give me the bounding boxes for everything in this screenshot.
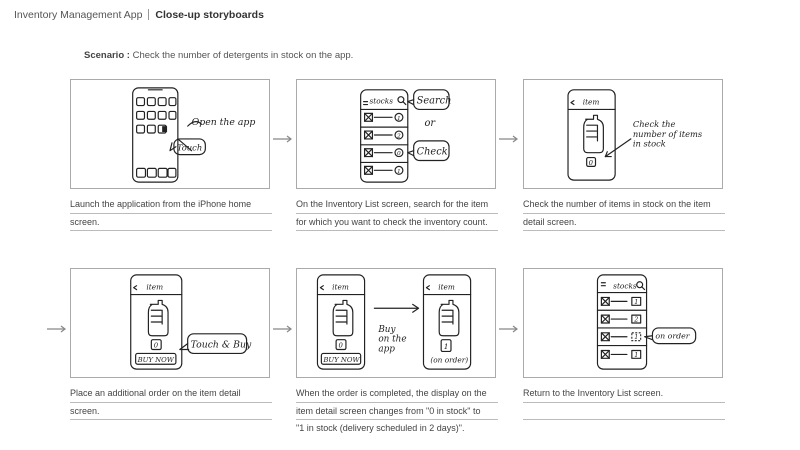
scenario-text: Check the number of detergents in stock … (132, 50, 354, 61)
frame-4-caption: Place an additional order on the item de… (70, 385, 272, 420)
sketch-annotation: 1 (397, 116, 401, 122)
sketch-annotation: Buy (377, 325, 396, 335)
sketch-annotation: 2 (633, 316, 638, 324)
frame-5-caption: When the order is completed, the display… (296, 385, 498, 437)
sketch-annotation: 0 (339, 342, 344, 350)
sketch-annotation: stocks (369, 97, 393, 106)
app-name: Inventory Management App (14, 9, 143, 21)
storyboard-frame-2: stocks 1 2 0 1 Search or Check (296, 79, 496, 189)
sketch-annotation: item (146, 283, 163, 292)
sketch-annotation: item (332, 283, 349, 292)
sketch-annotation: 1 (634, 351, 638, 359)
sketch-annotation: number of items (633, 129, 702, 139)
sketch-annotation: or (424, 118, 436, 129)
sketch-inventory-list: stocks 1 2 0 1 Search or Check (360, 89, 452, 183)
frame-1-caption: Launch the application from the iPhone h… (70, 196, 272, 231)
sketch-annotation: 0 (397, 151, 401, 157)
sketch-buy-now: item 0 BUY NOW Touch & Buy (130, 274, 252, 370)
sketch-annotation: Check (417, 147, 448, 158)
sketch-annotation: Touch & Buy (191, 340, 252, 351)
sketch-order-completed: item 0 BUY NOW Buy on the app item 1 (on… (316, 274, 472, 370)
arrow-right-icon (499, 130, 519, 143)
frame-6-caption: Return to the Inventory List screen. (523, 385, 725, 420)
sketch-annotation: Open the app (192, 117, 256, 128)
sketch-annotation: BUY NOW (322, 356, 360, 364)
sketch-annotation: item (583, 98, 600, 107)
sketch-annotation: 0 (589, 159, 594, 167)
sketch-home-screen: Open the app Touch (132, 87, 256, 183)
sketch-annotation: item (438, 283, 455, 292)
storyboard-frame-1: Open the app Touch (70, 79, 270, 189)
sketch-annotation: 1 (634, 333, 638, 341)
sketch-annotation: Search (417, 96, 452, 107)
sketch-annotation: app (378, 344, 395, 354)
sketch-annotation: 1 (634, 298, 638, 306)
header-divider (148, 9, 150, 20)
sketch-annotation: in stock (633, 139, 666, 149)
sketch-annotation: 0 (154, 342, 159, 350)
storyboard-frame-3: item 0 Check the number of items in stoc… (523, 79, 723, 189)
storyboard-frame-6: stocks 1 2 1 1 on order (523, 268, 723, 378)
sketch-annotation: stocks (613, 282, 637, 291)
frame-2-caption: On the Inventory List screen, search for… (296, 196, 498, 231)
scenario: Scenario : Check the number of detergent… (84, 50, 353, 61)
sketch-annotation: 1 (444, 342, 449, 351)
sketch-annotation: (on order) (430, 355, 468, 364)
sketch-item-detail: item 0 Check the number of items in stoc… (567, 89, 702, 181)
sketch-annotation: Check the (633, 119, 676, 129)
sketch-annotation: Touch (177, 143, 202, 153)
storyboard-frame-5: item 0 BUY NOW Buy on the app item 1 (on… (296, 268, 496, 378)
sketch-annotation: on the (378, 335, 406, 345)
scenario-label: Scenario : (84, 50, 130, 61)
sketch-annotation: on order (655, 332, 690, 341)
sketch-inventory-list-on-order: stocks 1 2 1 1 on order (596, 274, 697, 370)
arrow-right-icon (499, 320, 519, 333)
arrow-right-icon (273, 130, 293, 143)
frame-3-caption: Check the number of items in stock on th… (523, 196, 725, 231)
arrow-right-icon (273, 320, 293, 333)
sketch-annotation: BUY NOW (137, 356, 175, 364)
sketch-annotation: 1 (397, 169, 401, 175)
page-header: Inventory Management App Close-up storybo… (14, 9, 264, 21)
sketch-annotation: 2 (396, 133, 401, 139)
storyboard-frame-4: item 0 BUY NOW Touch & Buy (70, 268, 270, 378)
arrow-right-icon (47, 320, 67, 333)
page-title: Close-up storyboards (155, 9, 264, 21)
